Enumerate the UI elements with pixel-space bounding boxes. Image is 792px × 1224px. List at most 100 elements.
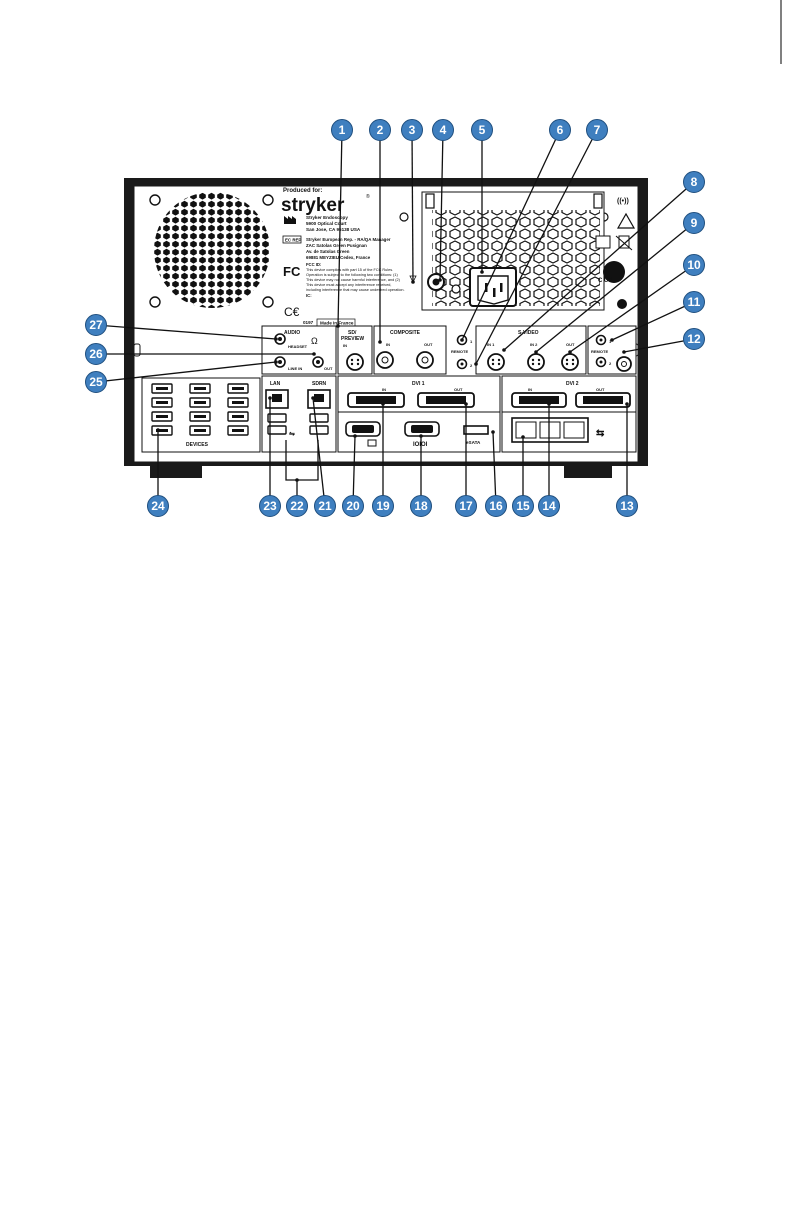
- callout-4: 4: [432, 119, 454, 141]
- ce-number: 0197: [303, 320, 314, 325]
- manufacturer-icon: [284, 216, 296, 224]
- callout-badge-16: [485, 495, 507, 517]
- callout-number-20: 20: [346, 499, 360, 513]
- leader-line-9: [535, 222, 695, 353]
- callout-21: 21: [314, 495, 336, 517]
- leader-line-11: [611, 301, 695, 341]
- callout-badge-14: [538, 495, 560, 517]
- callout-8: 8: [683, 171, 705, 193]
- usb-port-tongue: [156, 401, 168, 404]
- callout-badge-13: [616, 495, 638, 517]
- leader-line-4: [439, 129, 444, 281]
- callout-3: 3: [401, 119, 423, 141]
- composite-section: COMPOSITE IN OUT: [373, 325, 447, 375]
- weee-bin-icon: [618, 235, 630, 249]
- usb-port-tongue: [194, 387, 206, 390]
- callout-number-9: 9: [691, 216, 698, 230]
- callout-badge-8: [683, 171, 705, 193]
- callout-1: 1: [331, 119, 353, 141]
- callout-number-26: 26: [89, 347, 103, 361]
- audio-section: AUDIO HEADSET Ω LINE IN OUT: [261, 325, 337, 375]
- callout-13: 13: [616, 495, 638, 517]
- callout-22-bracket: [285, 440, 319, 481]
- wireless-icon: ((•)): [617, 198, 629, 205]
- fcc-line-6: including interference that may cause un…: [306, 288, 405, 292]
- leader-dot-15: [521, 435, 525, 439]
- callout-number-16: 16: [489, 499, 503, 513]
- leader-line-8: [503, 181, 695, 351]
- right-symbols: ((•)) C US: [595, 198, 636, 309]
- callout-badge-5: [471, 119, 493, 141]
- callout-badge-12: [683, 328, 705, 350]
- ec-rep-badge: [282, 235, 302, 244]
- monitor-icon: [367, 439, 377, 447]
- leader-dot-3: [411, 280, 415, 284]
- callout-number-3: 3: [409, 123, 416, 137]
- callout-badge-4: [432, 119, 454, 141]
- callout-22: 22: [286, 495, 308, 517]
- sd-label: SD/: [348, 330, 357, 336]
- dvi1-in-label: IN: [382, 387, 386, 392]
- usb-port-tongue: [194, 429, 206, 432]
- dvi2-in-label: IN: [528, 387, 532, 392]
- mfr-line-1: Stryker Endoscopy: [306, 215, 348, 220]
- callout-badge-6: [549, 119, 571, 141]
- line-in-label: LINE IN: [288, 366, 302, 371]
- callout-badge-11: [683, 291, 705, 313]
- leader-dot-2: [378, 340, 382, 344]
- leader-line-10: [569, 264, 695, 353]
- fcc-line-4: This device may not cause harmful interf…: [306, 278, 401, 282]
- callout-7: 7: [586, 119, 608, 141]
- cul-text: C US: [598, 278, 612, 284]
- warning-icon: [616, 212, 636, 229]
- callout-24: 24: [147, 495, 169, 517]
- lan-usb-1: [267, 413, 287, 423]
- remote-left-label: REMOTE: [451, 349, 468, 354]
- dvi2-label: DVI 2: [566, 381, 579, 387]
- composite-out-port: [416, 351, 434, 369]
- leader-dot-12: [622, 350, 626, 354]
- composite-in-label: IN: [386, 342, 390, 347]
- svideo-in1-port: [487, 353, 505, 371]
- callout-number-24: 24: [151, 499, 165, 513]
- callout-badge-18: [410, 495, 432, 517]
- leader-dot-10: [568, 350, 572, 354]
- leader-dot-24: [156, 428, 160, 432]
- callout-badge-22: [286, 495, 308, 517]
- usb-port-tongue: [194, 401, 206, 404]
- callout-26: 26: [85, 343, 107, 365]
- callout-number-6: 6: [557, 123, 564, 137]
- callout-number-15: 15: [516, 499, 530, 513]
- leader-line-20: [352, 435, 356, 507]
- usb-port-tongue: [194, 415, 206, 418]
- callout-27: 27: [85, 314, 107, 336]
- remote-right-section: 1 REMOTE 2: [587, 325, 637, 375]
- dvi2-out-label: OUT: [596, 387, 605, 392]
- leader-line-27: [95, 324, 277, 340]
- callout-number-25: 25: [89, 375, 103, 389]
- mfr-line-3: San Jose, CA 95138 USA: [306, 227, 361, 232]
- sdrn-usb-2: [309, 425, 329, 435]
- remote-1-label: 1: [470, 339, 473, 344]
- leader-line-12: [623, 338, 695, 353]
- fcc-line-2: This device complies with part 15 of the…: [306, 268, 393, 272]
- callout-number-21: 21: [318, 499, 332, 513]
- sd-preview-svideo-port: [346, 353, 364, 371]
- callout-number-8: 8: [691, 175, 698, 189]
- devices-label: DEVICES: [186, 442, 209, 448]
- callout-6: 6: [549, 119, 571, 141]
- leader-dot-8: [502, 348, 506, 352]
- callout-badge-1: [331, 119, 353, 141]
- callout-number-27: 27: [89, 318, 103, 332]
- svideo-label: S-VIDEO: [518, 330, 539, 336]
- leader-dot-11: [610, 338, 614, 342]
- line-out-label: OUT: [324, 366, 333, 371]
- leader-dot-7: [474, 362, 478, 366]
- usb-trident-icon: ⇋: [289, 430, 295, 438]
- callout-badge-7: [586, 119, 608, 141]
- made-in-text: Made in France: [320, 321, 354, 326]
- callout-15: 15: [512, 495, 534, 517]
- regulatory-label: Produced for: stryker ® Stryker Endoscop…: [281, 188, 417, 327]
- leader-line-25: [95, 361, 277, 383]
